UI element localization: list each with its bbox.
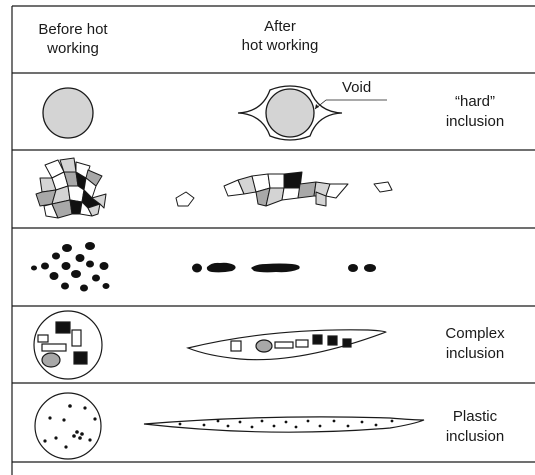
complex-inclusion-before	[34, 311, 102, 379]
complex-inclusion-after	[188, 330, 386, 360]
fragmented-inclusion-after	[176, 172, 392, 206]
particle-inclusion-before	[31, 242, 110, 292]
particle-inclusion-after	[192, 263, 376, 273]
void-annotation: Void	[342, 79, 371, 96]
hard-inclusion-before	[43, 88, 93, 138]
fragmented-inclusion-before	[36, 158, 106, 218]
plastic-inclusion-before	[35, 393, 101, 459]
plastic-inclusion-after	[144, 417, 424, 432]
